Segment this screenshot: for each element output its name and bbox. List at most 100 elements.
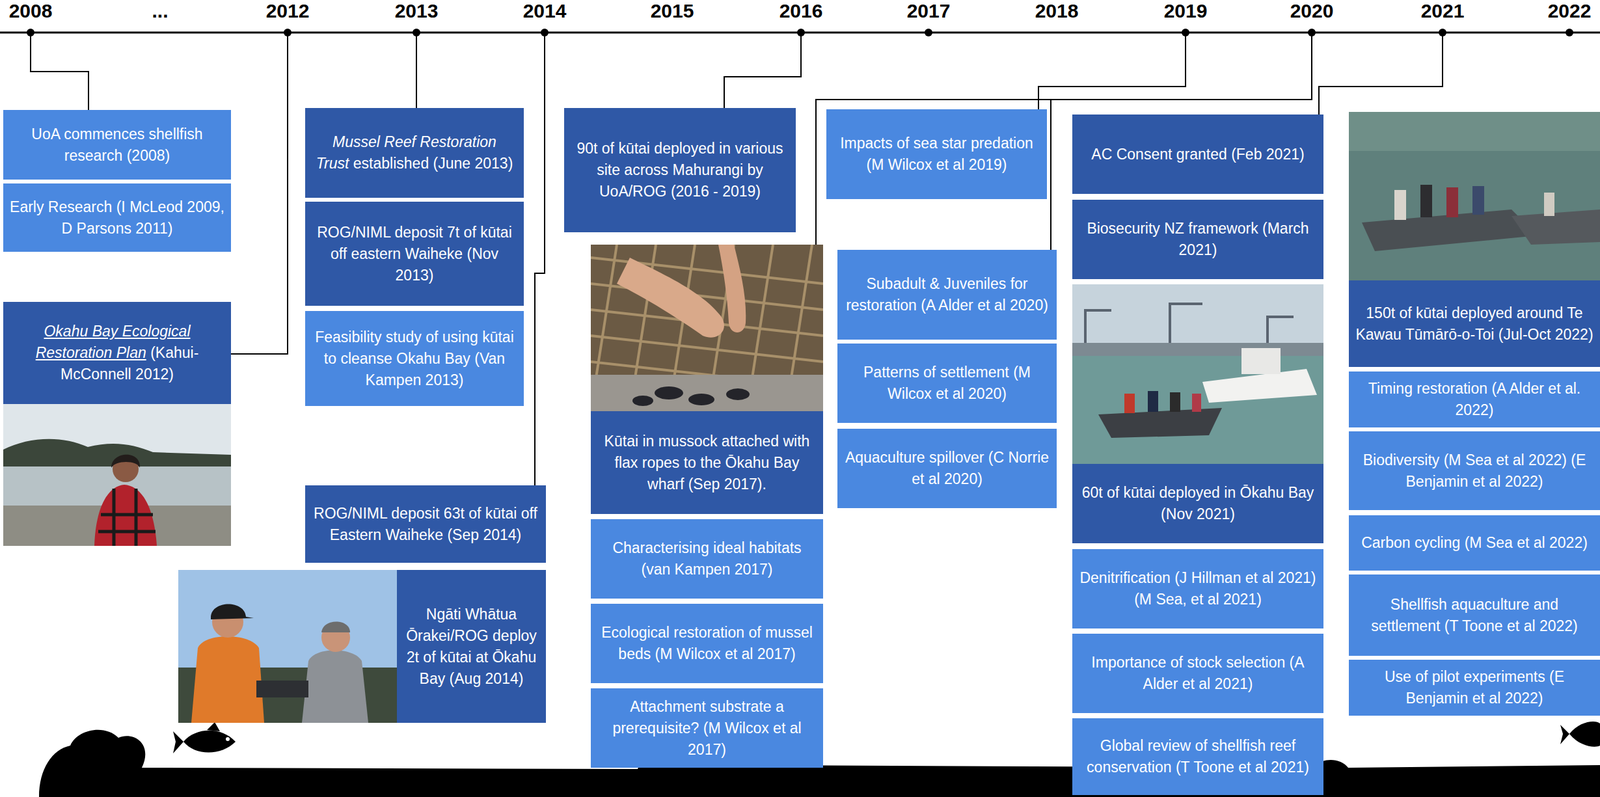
box-label: AC Consent granted (Feb 2021) <box>1078 143 1317 166</box>
leader-line <box>1050 99 1052 250</box>
box-label: Shellfish aquaculture and settlement (T … <box>1355 594 1594 638</box>
event-box: Biodiversity (M Sea et al 2022) (E Benja… <box>1348 431 1600 511</box>
box-text: Impacts of sea star predation (M Wilcox … <box>832 132 1041 176</box>
fish-eye <box>225 737 230 742</box>
box-text: AC Consent granted (Feb 2021) <box>1078 143 1317 166</box>
photo-person <box>1124 393 1135 414</box>
photo-person <box>1192 393 1202 412</box>
box-text: 60t of kūtai deployed in Ōkahu Bay (Nov … <box>1078 482 1317 526</box>
box-text: Feasibility study of using kūtai to clea… <box>311 326 518 392</box>
year-label: ... <box>121 0 200 23</box>
leader-line <box>230 32 288 354</box>
photo-inflatable <box>1511 209 1600 245</box>
photo-mussel <box>726 388 750 401</box>
box-label: Impacts of sea star predation (M Wilcox … <box>832 132 1041 176</box>
photo-port <box>1072 342 1324 356</box>
harbour-boat-photo <box>1072 284 1324 464</box>
box-label: 60t of kūtai deployed in Ōkahu Bay (Nov … <box>1078 482 1317 526</box>
box-text: Okahu Bay Ecological Restoration Plan(Ka… <box>9 320 225 386</box>
year-label: 2020 <box>1272 0 1351 23</box>
year-label: 2019 <box>1146 0 1225 23</box>
event-box: Feasibility study of using kūtai to clea… <box>305 311 524 407</box>
photo-person <box>1544 192 1555 217</box>
event-box: AC Consent granted (Feb 2021) <box>1072 114 1324 194</box>
fish-body <box>173 722 236 754</box>
box-label: Subadult & Juveniles for restoration (A … <box>843 273 1051 317</box>
photo-mesh <box>590 244 824 412</box>
year-label: 2012 <box>248 0 327 23</box>
photo-cabin <box>1241 348 1281 375</box>
leader-line <box>1038 32 1186 110</box>
photo-cap <box>210 604 254 621</box>
mussock-photo <box>590 244 824 412</box>
box-label: Timing restoration (A Alder et al. 2022) <box>1355 378 1594 421</box>
box-text: Kūtai in mussock attached with flax rope… <box>597 430 817 496</box>
event-box: Global review of shellfish reef conserva… <box>1072 718 1324 796</box>
photo-sky <box>178 569 397 723</box>
box-label: 90t of kūtai deployed in various site ac… <box>570 137 790 203</box>
box-text: Subadult & Juveniles for restoration (A … <box>843 273 1051 317</box>
event-box: 90t of kūtai deployed in various site ac… <box>564 108 796 233</box>
year-label: 2016 <box>761 0 841 23</box>
event-box: ROG/NIML deposit 7t of kūtai off eastern… <box>305 201 524 306</box>
photo-person <box>1446 187 1459 218</box>
event-box: Subadult & Juveniles for restoration (A … <box>837 249 1057 340</box>
photo-sea <box>1072 355 1324 464</box>
box-label: UoA commences shellfish research (2008) <box>9 123 225 167</box>
box-text: Timing restoration (A Alder et al. 2022) <box>1355 378 1594 421</box>
event-box: Shellfish aquaculture and settlement (T … <box>1348 574 1600 656</box>
event-box: ROG/NIML deposit 63t of kūtai off Easter… <box>305 485 546 563</box>
box-text: Aquaculture spillover (C Norrie et al 20… <box>843 447 1051 490</box>
photo-jacket <box>94 484 157 546</box>
photo-person <box>1147 391 1159 412</box>
year-dot <box>1565 28 1574 37</box>
box-label: 150t of kūtai deployed around Te Kawau T… <box>1355 302 1594 346</box>
event-box: Patterns of settlement (M Wilcox et al 2… <box>837 343 1057 423</box>
event-box: Okahu Bay Ecological Restoration Plan(Ka… <box>3 301 231 405</box>
box-text: Importance of stock selection (A Alder e… <box>1078 651 1317 695</box>
event-box: Kūtai in mussock attached with flax rope… <box>590 411 824 515</box>
year-label: 2015 <box>633 0 712 23</box>
photo-person <box>1394 189 1407 220</box>
event-box: UoA commences shellfish research (2008) <box>3 109 231 180</box>
photo-shirt <box>191 636 265 723</box>
fish-body <box>1560 721 1600 747</box>
box-label: Ecological restoration of mussel beds (M… <box>597 622 817 665</box>
leader-line <box>1318 32 1443 115</box>
beach-photo <box>3 404 231 546</box>
event-box: 150t of kūtai deployed around Te Kawau T… <box>1348 280 1600 367</box>
box-text: Ecological restoration of mussel beds (M… <box>597 622 817 665</box>
people-photo <box>178 569 397 723</box>
photo-mussel <box>688 393 715 406</box>
photo-shirt <box>301 650 369 724</box>
fish-icon <box>1560 721 1600 747</box>
photo-wharf <box>590 374 824 412</box>
box-text: Biosecurity NZ framework (March 2021) <box>1078 217 1317 261</box>
year-label: 2021 <box>1403 0 1482 23</box>
box-label: Importance of stock selection (A Alder e… <box>1078 651 1317 695</box>
event-box: Ecological restoration of mussel beds (M… <box>590 603 824 684</box>
box-text: Biodiversity (M Sea et al 2022) (E Benja… <box>1355 449 1594 493</box>
event-box: Use of pilot experiments (E Benjamin et … <box>1348 659 1600 716</box>
box-label: Characterising ideal habitats (van Kampe… <box>597 537 817 581</box>
event-box: 60t of kūtai deployed in Ōkahu Bay (Nov … <box>1072 463 1324 544</box>
photo-hair <box>111 454 140 468</box>
box-text: Shellfish aquaculture and settlement (T … <box>1355 594 1594 638</box>
box-label: Aquaculture spillover (C Norrie et al 20… <box>843 447 1051 490</box>
year-label: 2018 <box>1017 0 1096 23</box>
photo-person <box>1169 392 1181 412</box>
box-label: Biodiversity (M Sea et al 2022) (E Benja… <box>1355 449 1594 493</box>
event-box: Attachment substrate a prerequisite? (M … <box>590 688 824 768</box>
photo-cranes <box>1085 303 1294 343</box>
year-label: 2017 <box>889 0 968 23</box>
leader-line <box>724 32 801 109</box>
photo-plaid <box>98 488 156 546</box>
year-dot <box>924 28 933 37</box>
box-text: Patterns of settlement (M Wilcox et al 2… <box>843 361 1051 405</box>
box-text: 150t of kūtai deployed around Te Kawau T… <box>1355 302 1594 346</box>
photo-bag <box>256 680 309 698</box>
box-label: Biosecurity NZ framework (March 2021) <box>1078 217 1317 261</box>
box-label: Attachment substrate a prerequisite? (M … <box>597 696 817 761</box>
photo-far-sea <box>1348 111 1600 151</box>
